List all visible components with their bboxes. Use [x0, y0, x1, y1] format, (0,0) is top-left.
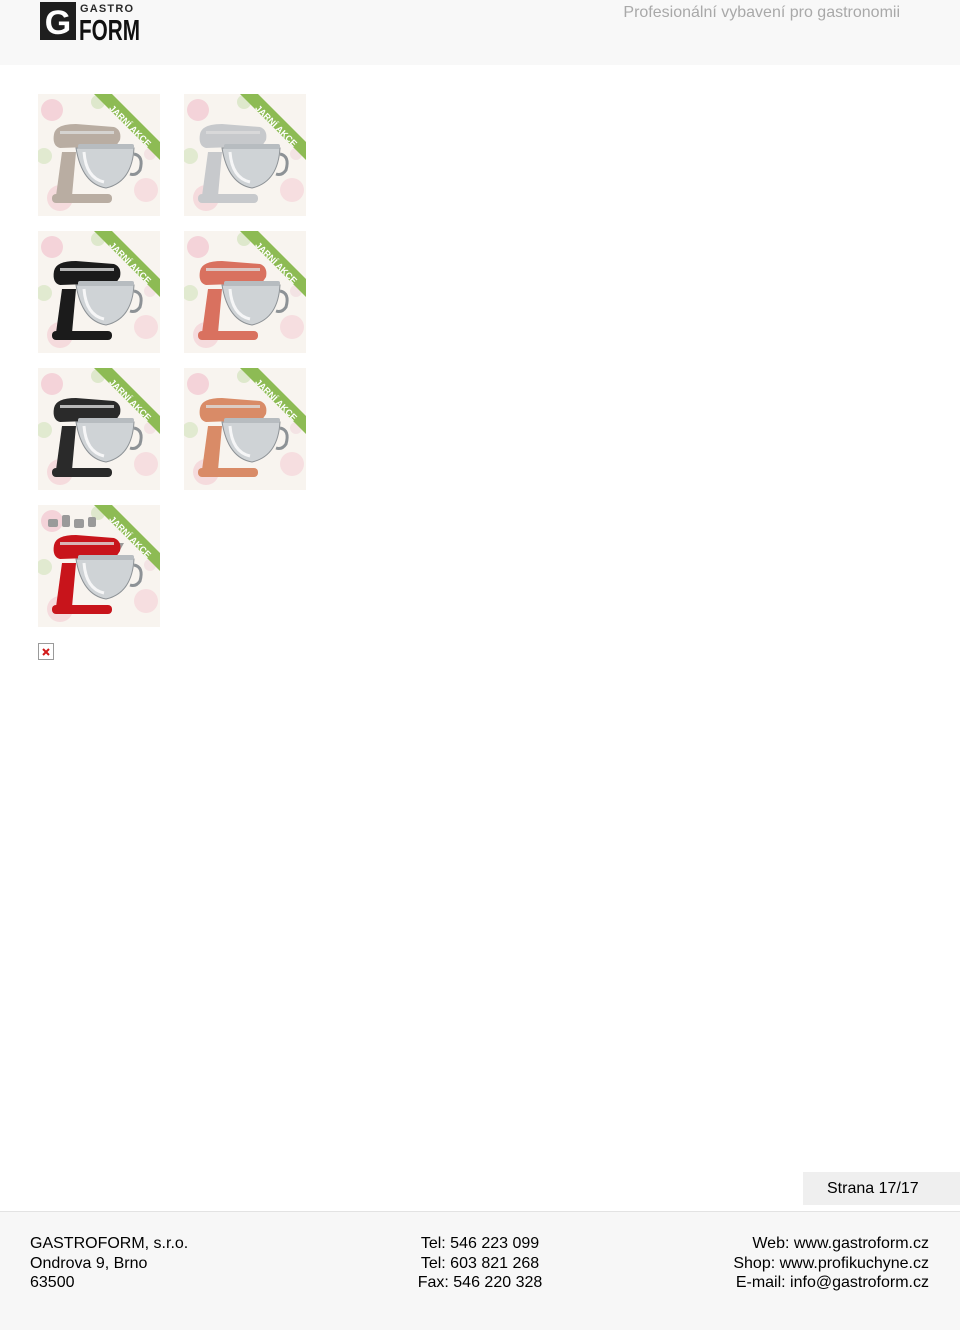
page-counter: Strana 17/17 — [803, 1172, 960, 1205]
footer-email-link[interactable]: E-mail: info@gastroform.cz — [735, 1274, 929, 1291]
footer-web-link[interactable]: Web: www.gastroform.cz — [752, 1235, 929, 1252]
mixer-illustration: JARNÍ AKCE — [38, 505, 160, 627]
product-image-1[interactable]: JARNÍ AKCE — [38, 94, 160, 216]
product-image-6[interactable]: JARNÍ AKCE — [184, 368, 306, 490]
footer-contacts: Web: www.gastroform.cz Shop: www.profiku… — [733, 1234, 929, 1293]
mixer-illustration: JARNÍ AKCE — [184, 368, 306, 490]
logo-text-bottom: FORM — [79, 15, 140, 42]
logo-mark: G — [45, 4, 71, 42]
footer-tel-2: Tel: 603 821 268 — [420, 1254, 540, 1272]
mixer-illustration: JARNÍ AKCE — [184, 94, 306, 216]
footer-fax: Fax: 546 220 328 — [417, 1274, 543, 1291]
footer-tel-1: Tel: 546 223 099 — [420, 1235, 540, 1252]
footer-street: Ondrova 9, Brno — [30, 1254, 148, 1272]
product-image-2[interactable]: JARNÍ AKCE — [184, 94, 306, 216]
footer-phones: Tel: 546 223 099 Tel: 603 821 268 Fax: 5… — [380, 1234, 580, 1293]
product-image-7[interactable]: JARNÍ AKCE — [38, 505, 160, 627]
page-header: G GASTRO FORM Profesionální vybavení pro… — [0, 0, 960, 65]
mixer-illustration: JARNÍ AKCE — [38, 231, 160, 353]
footer-company: GASTROFORM, s.r.o. — [30, 1235, 189, 1252]
gastroform-logo[interactable]: G GASTRO FORM — [40, 2, 142, 42]
product-image-4[interactable]: JARNÍ AKCE — [184, 231, 306, 353]
footer-zip: 63500 — [30, 1274, 75, 1291]
mixer-illustration: JARNÍ AKCE — [38, 94, 160, 216]
logo-text-top: GASTRO — [80, 3, 134, 15]
footer-shop-link[interactable]: Shop: www.profikuchyne.cz — [733, 1254, 929, 1272]
mixer-illustration: JARNÍ AKCE — [184, 231, 306, 353]
footer-address: GASTROFORM, s.r.o. Ondrova 9, Brno 63500 — [30, 1234, 188, 1293]
product-image-3[interactable]: JARNÍ AKCE — [38, 231, 160, 353]
header-tagline: Profesionální vybavení pro gastronomii — [623, 4, 900, 21]
page-footer: GASTROFORM, s.r.o. Ondrova 9, Brno 63500… — [0, 1211, 960, 1330]
product-image-5[interactable]: JARNÍ AKCE — [38, 368, 160, 490]
broken-image-icon — [38, 643, 54, 660]
mixer-illustration: JARNÍ AKCE — [38, 368, 160, 490]
